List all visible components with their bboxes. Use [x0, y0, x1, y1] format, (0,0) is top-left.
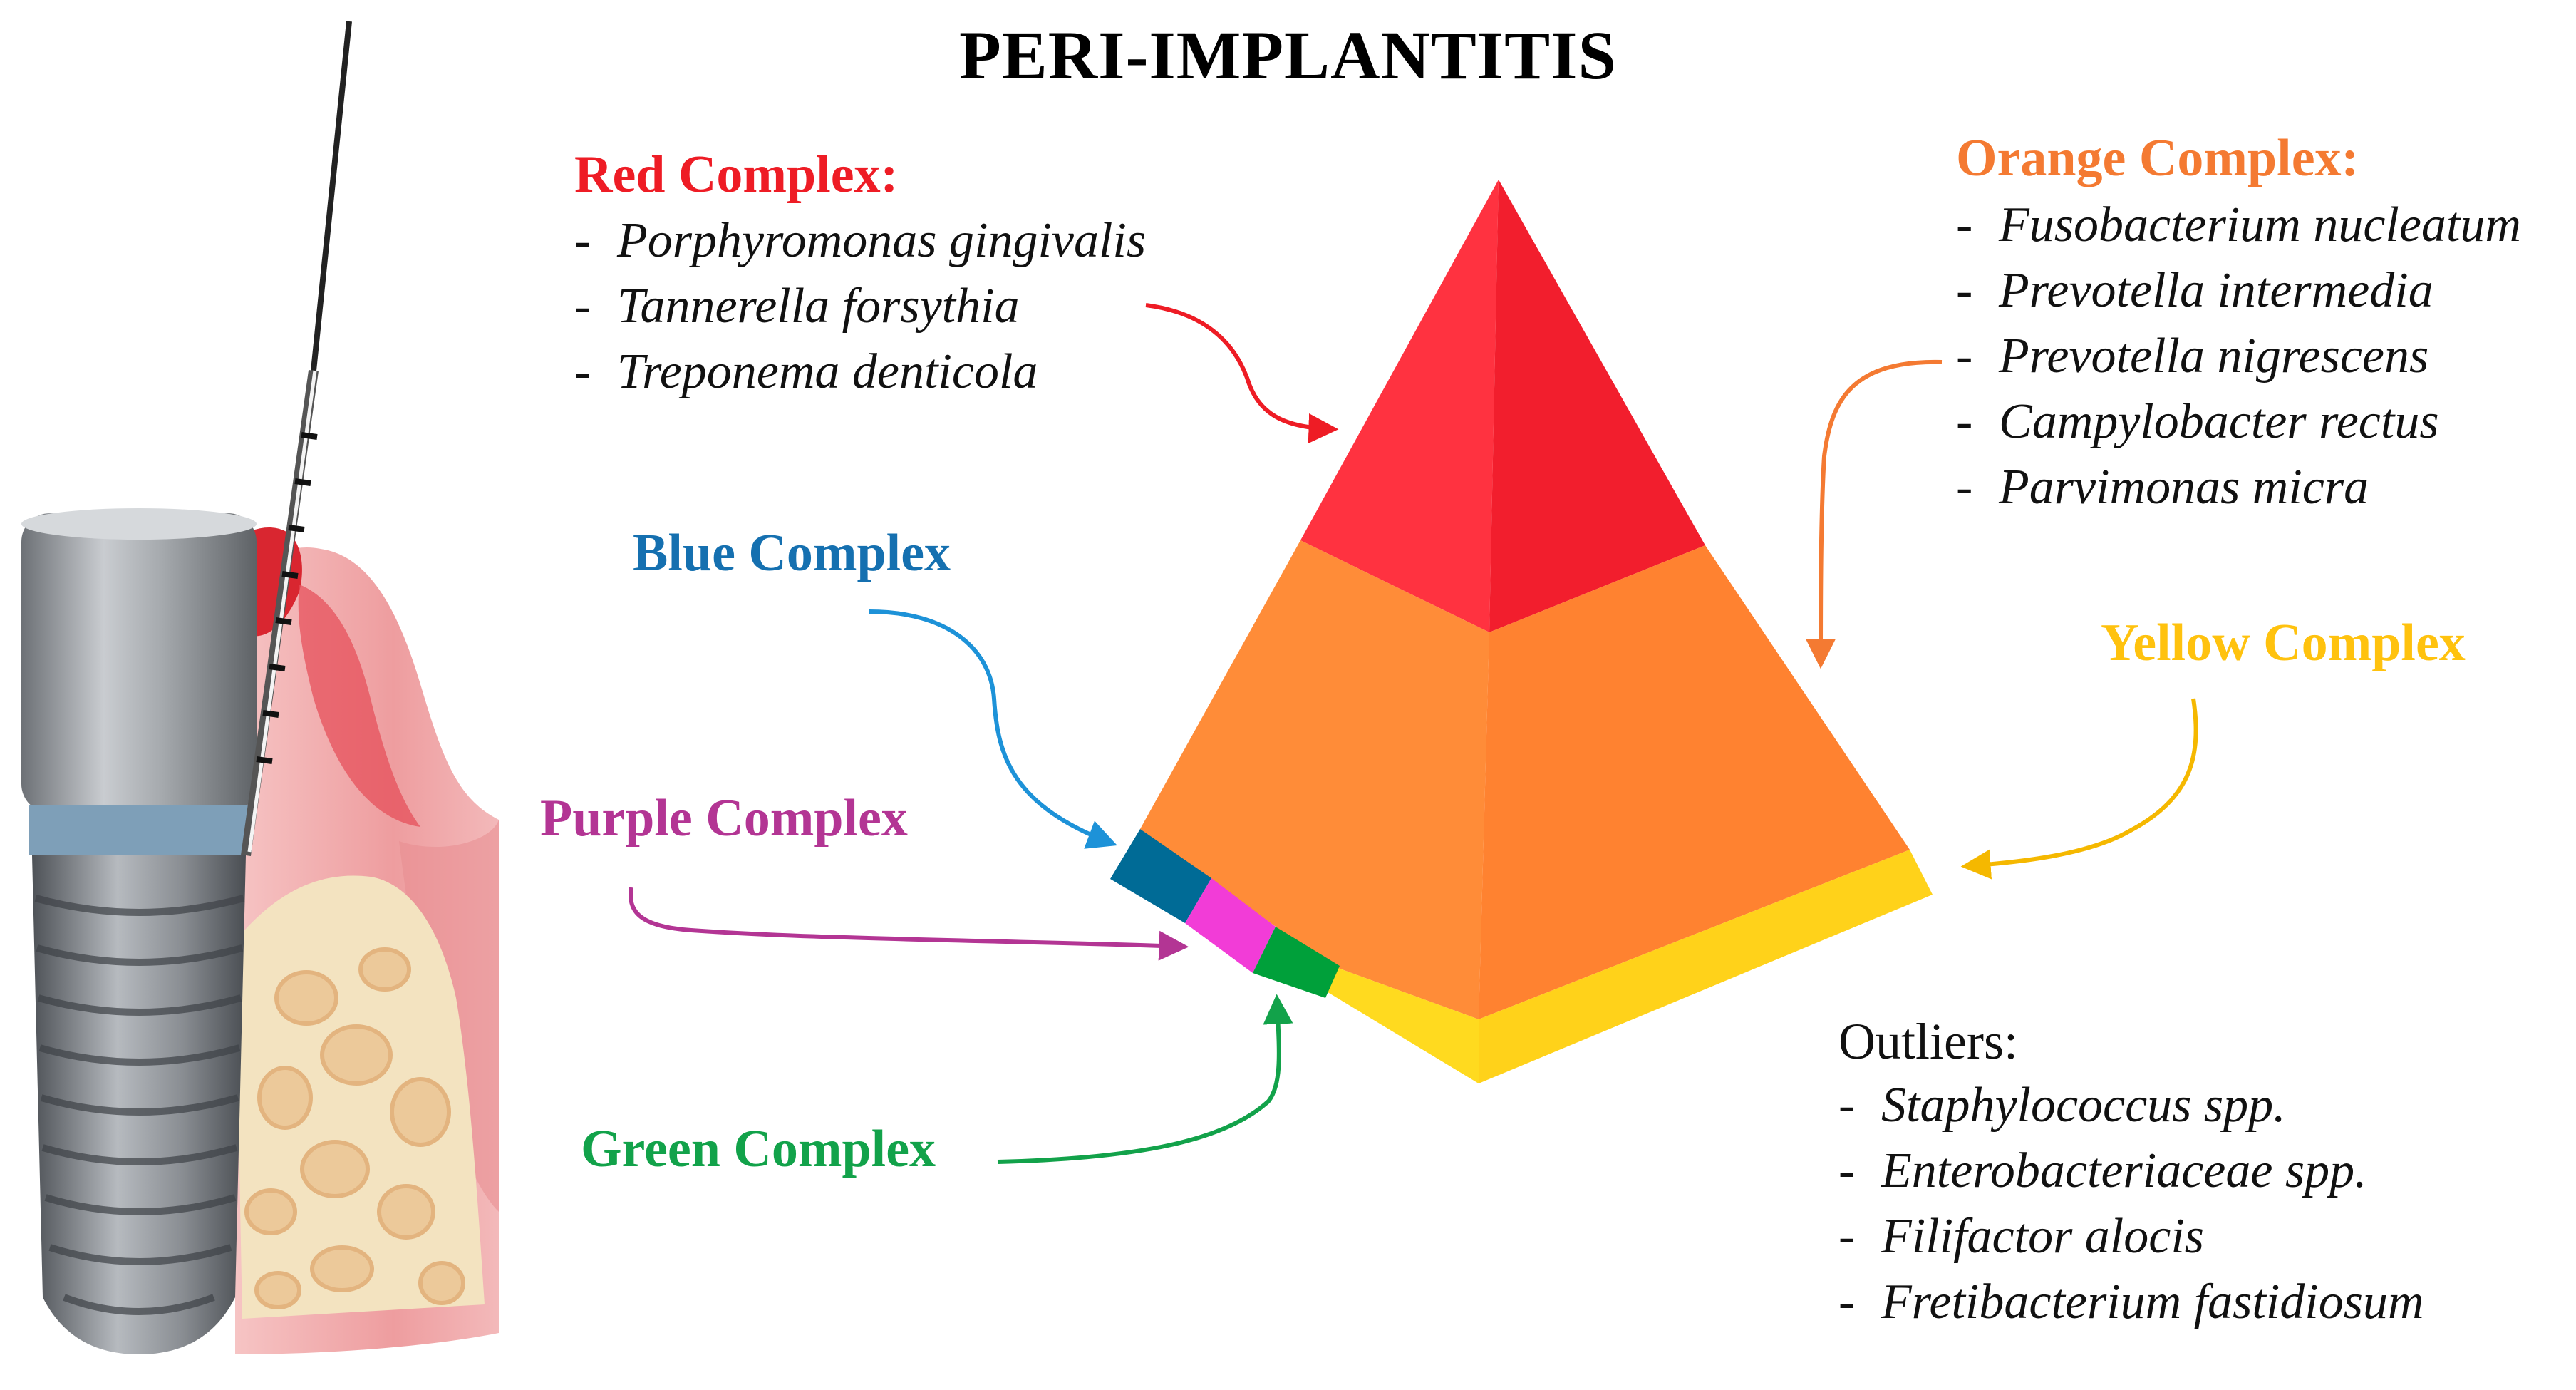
- list-item: -Filifactor alocis: [1838, 1209, 2205, 1264]
- list-item: -Fretibacterium fastidiosum: [1838, 1275, 2424, 1329]
- species-name: Tannerella forsythia: [617, 279, 1020, 334]
- list-item: -Fusobacterium nucleatum: [1956, 197, 2521, 252]
- red-complex-heading: Red Complex:: [574, 145, 899, 204]
- trabecular-bone: [244, 947, 465, 1309]
- species-name: Prevotella nigrescens: [1999, 329, 2429, 383]
- species-name: Campylobacter rectus: [1999, 394, 2439, 449]
- pyramid-green-segment: [1253, 927, 1340, 998]
- outliers-heading: Outliers:: [1838, 1013, 2018, 1070]
- abutment-top: [21, 508, 257, 540]
- probe-handle: [311, 21, 352, 371]
- list-item: -Campylobacter rectus: [1956, 394, 2439, 449]
- list-item: -Staphylococcus spp.: [1838, 1078, 2286, 1133]
- green-complex-arrow: [997, 994, 1293, 1164]
- list-item: -Treponema denticola: [574, 344, 1038, 399]
- species-name: Enterobacteriaceae spp.: [1881, 1143, 2367, 1198]
- blue-complex-arrow: [869, 609, 1117, 849]
- species-name: Porphyromonas gingivalis: [617, 213, 1147, 268]
- implant-threads: [34, 895, 245, 1315]
- red-complex-species-list: -Porphyromonas gingivalis -Tannerella fo…: [574, 208, 1146, 405]
- species-name: Fusobacterium nucleatum: [1999, 197, 2521, 252]
- species-name: Treponema denticola: [617, 344, 1038, 399]
- list-item: -Parvimonas micra: [1956, 460, 2369, 515]
- species-name: Fretibacterium fastidiosum: [1881, 1275, 2424, 1329]
- list-item: -Enterobacteriaceae spp.: [1838, 1143, 2367, 1198]
- pyramid-blue-segment: [1110, 829, 1211, 923]
- probe-shaft-highlight: [247, 370, 317, 853]
- list-item: -Prevotella nigrescens: [1956, 329, 2429, 383]
- blue-complex-heading: Blue Complex: [633, 524, 951, 582]
- yellow-complex-heading: Yellow Complex: [2101, 614, 2466, 672]
- red-complex-arrow: [1145, 303, 1339, 444]
- pyramid-orange-left: [1140, 540, 1489, 1019]
- inflamed-pocket: [298, 585, 420, 827]
- implant-abutment: [21, 513, 257, 813]
- list-item: -Porphyromonas gingivalis: [574, 213, 1147, 268]
- species-name: Parvimonas micra: [1999, 460, 2369, 515]
- outliers-species-list: -Staphylococcus spp. -Enterobacteriaceae…: [1838, 1073, 2424, 1335]
- purple-complex-arrow: [629, 887, 1189, 961]
- list-item: -Tannerella forsythia: [574, 279, 1020, 334]
- orange-complex-arrow: [1806, 359, 1943, 669]
- orange-complex-species-list: -Fusobacterium nucleatum -Prevotella int…: [1956, 192, 2521, 520]
- implant-collar: [29, 805, 249, 855]
- green-complex-heading: Green Complex: [581, 1120, 936, 1178]
- complex-pyramid: [1110, 180, 1933, 1083]
- diagram-title: PERI-IMPLANTITIS: [959, 17, 1617, 93]
- pyramid-red-left: [1300, 180, 1499, 632]
- pyramid-yellow-left: [1325, 964, 1479, 1083]
- pyramid-yellow-right: [1479, 850, 1933, 1083]
- species-name: Prevotella intermedia: [1999, 263, 2433, 318]
- implant-body: [32, 855, 246, 1354]
- pyramid-orange-right: [1479, 545, 1910, 1019]
- yellow-complex-arrow: [1960, 698, 2198, 880]
- species-name: Staphylococcus spp.: [1881, 1078, 2286, 1133]
- pyramid-red-right: [1489, 180, 1705, 632]
- list-item: -Prevotella intermedia: [1956, 263, 2433, 318]
- probe-markings: [256, 432, 318, 764]
- species-name: Filifactor alocis: [1881, 1209, 2205, 1264]
- implant-illustration: [21, 21, 499, 1354]
- orange-complex-heading: Orange Complex:: [1956, 129, 2359, 187]
- pyramid-purple-segment: [1185, 878, 1276, 973]
- purple-complex-heading: Purple Complex: [540, 789, 908, 848]
